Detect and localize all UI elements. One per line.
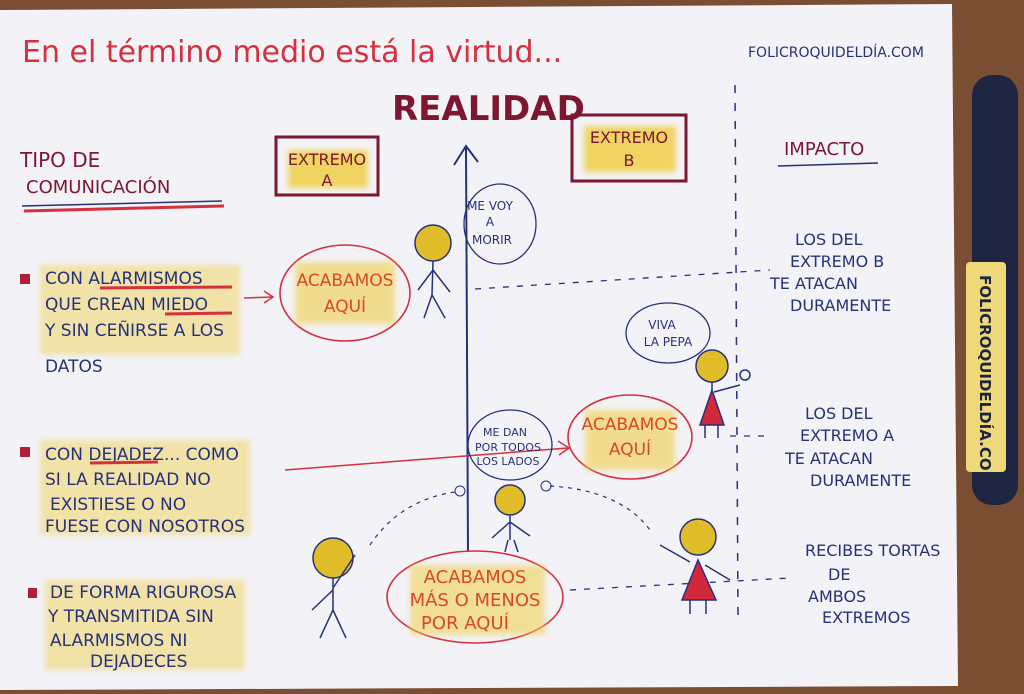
- svg-text:VIVA: VIVA: [648, 318, 676, 332]
- svg-text:EXTREMO A: EXTREMO A: [800, 426, 894, 445]
- header-tipo-de-comunicacion: TIPO DE COMUNICACIÓN: [19, 148, 225, 213]
- speech-bubble-viva-la-pepa: VIVA LA PEPA: [625, 302, 711, 364]
- header-extremo-b: EXTREMO B: [570, 113, 688, 183]
- svg-text:ACABAMOS: ACABAMOS: [424, 567, 527, 588]
- stick-figure-thrower-b: [659, 518, 731, 614]
- svg-text:FOLICROQUIDELDÍA.COM: FOLICROQUIDELDÍA.COM: [976, 275, 995, 486]
- svg-text:TE ATACAN: TE ATACAN: [769, 274, 858, 293]
- stick-figure-thrower-a: [311, 537, 356, 639]
- svg-text:SI LA REALIDAD NO: SI LA REALIDAD NO: [45, 470, 211, 490]
- svg-text:TE ATACAN: TE ATACAN: [784, 449, 873, 468]
- arrow-to-extremo-b: [284, 447, 569, 471]
- svg-text:EXTREMO: EXTREMO: [590, 128, 668, 147]
- svg-text:A: A: [486, 215, 495, 229]
- svg-text:FUESE CON NOSOTROS: FUESE CON NOSOTROS: [45, 517, 245, 537]
- svg-text:Y SIN CEÑIRSE A LOS: Y SIN CEÑIRSE A LOS: [44, 319, 224, 341]
- svg-text:EXISTIESE O NO: EXISTIESE O NO: [50, 495, 186, 515]
- svg-text:AQUÍ: AQUÍ: [609, 438, 651, 460]
- axis-arrowhead-icon: [453, 144, 479, 166]
- svg-text:QUE CREAN MIEDO: QUE CREAN MIEDO: [45, 295, 208, 315]
- impact-1: LOS DEL EXTREMO B TE ATACAN DURAMENTE: [769, 230, 891, 315]
- thrown-object-icon: [454, 485, 466, 497]
- svg-text:CON ALARMISMOS: CON ALARMISMOS: [45, 269, 203, 289]
- communication-type-1: CON ALARMISMOS QUE CREAN MIEDO Y SIN CEÑ…: [20, 265, 275, 377]
- svg-text:DE FORMA RIGUROSA: DE FORMA RIGUROSA: [50, 583, 237, 603]
- stick-figure-celebrating: [695, 349, 751, 438]
- svg-text:ALARMISMOS NI: ALARMISMOS NI: [50, 631, 187, 651]
- svg-text:POR AQUÍ: POR AQUÍ: [421, 612, 509, 634]
- svg-text:CON DEJADEZ... COMO: CON DEJADEZ... COMO: [45, 445, 239, 465]
- svg-text:ACABAMOS: ACABAMOS: [297, 271, 394, 291]
- svg-text:ME VOY: ME VOY: [467, 199, 514, 213]
- throw-trajectory-left: [369, 491, 456, 546]
- stick-figure-scared: [414, 224, 452, 319]
- svg-text:LA PEPA: LA PEPA: [644, 335, 693, 349]
- bullet-icon: [20, 274, 30, 284]
- marker-pen: FOLICROQUIDELDÍA.COM: [966, 75, 1018, 505]
- reality-axis: [465, 147, 469, 553]
- svg-text:DE: DE: [828, 565, 850, 584]
- communication-type-2: CON DEJADEZ... COMO SI LA REALIDAD NO EX…: [20, 440, 571, 537]
- speech-bubble-me-dan-por-todos-los-lados: ME DAN POR TODOS LOS LADOS: [467, 409, 553, 481]
- impact-2: LOS DEL EXTREMO A TE ATACAN DURAMENTE: [784, 404, 911, 490]
- svg-text:AMBOS: AMBOS: [808, 587, 866, 606]
- svg-text:LOS LADOS: LOS LADOS: [477, 455, 540, 468]
- svg-text:POR TODOS: POR TODOS: [475, 441, 541, 454]
- throw-trajectory-right: [549, 485, 651, 531]
- title: En el término medio está la virtud...: [22, 35, 562, 70]
- svg-text:COMUNICACIÓN: COMUNICACIÓN: [26, 176, 170, 198]
- svg-text:A: A: [322, 171, 333, 190]
- header-impacto: IMPACTO: [777, 139, 879, 167]
- svg-text:DURAMENTE: DURAMENTE: [810, 471, 911, 490]
- svg-text:DATOS: DATOS: [45, 357, 103, 377]
- arrow-icon: [557, 440, 571, 456]
- svg-text:MÁS O MENOS: MÁS O MENOS: [410, 589, 541, 611]
- bullet-icon: [28, 588, 37, 598]
- bullet-icon: [20, 447, 30, 457]
- svg-text:ME DAN: ME DAN: [483, 426, 527, 439]
- svg-text:EXTREMO: EXTREMO: [288, 150, 366, 169]
- svg-text:DURAMENTE: DURAMENTE: [790, 296, 891, 315]
- impact-3: RECIBES TORTAS DE AMBOS EXTREMOS: [805, 541, 940, 627]
- svg-text:IMPACTO: IMPACTO: [784, 139, 864, 160]
- header-extremo-a: EXTREMO A: [274, 135, 380, 197]
- website: FOLICROQUIDELDÍA.COM: [748, 44, 924, 61]
- svg-text:TIPO DE: TIPO DE: [19, 148, 100, 172]
- stick-figure-sad-center: [491, 484, 531, 553]
- svg-text:Y TRANSMITIDA SIN: Y TRANSMITIDA SIN: [47, 607, 214, 627]
- outcome-extremo-a: ACABAMOS AQUÍ: [279, 244, 411, 342]
- svg-text:RECIBES TORTAS: RECIBES TORTAS: [805, 541, 940, 560]
- svg-text:B: B: [624, 151, 635, 170]
- svg-text:AQUÍ: AQUÍ: [324, 295, 366, 317]
- outcome-middle: ACABAMOS MÁS O MENOS POR AQUÍ: [386, 550, 564, 644]
- outcome-extremo-b: ACABAMOS AQUÍ: [567, 394, 693, 480]
- wine-glass-icon: [739, 369, 751, 381]
- svg-text:EXTREMO B: EXTREMO B: [790, 252, 884, 271]
- arrow-icon: [263, 290, 275, 304]
- thrown-object-icon: [540, 480, 552, 492]
- svg-text:EXTREMOS: EXTREMOS: [822, 608, 910, 627]
- svg-text:ACABAMOS: ACABAMOS: [582, 415, 679, 435]
- svg-text:LOS DEL: LOS DEL: [795, 230, 863, 249]
- svg-text:LOS DEL: LOS DEL: [805, 404, 873, 423]
- communication-type-3: DE FORMA RIGUROSA Y TRANSMITIDA SIN ALAR…: [28, 580, 245, 672]
- dashed-line-3: [569, 577, 791, 591]
- svg-text:DEJADECES: DEJADECES: [90, 652, 187, 672]
- axis-label-realidad: REALIDAD: [392, 89, 585, 129]
- speech-bubble-me-voy-a-morir: ME VOY A MORIR: [463, 183, 537, 265]
- svg-text:MORIR: MORIR: [472, 233, 512, 247]
